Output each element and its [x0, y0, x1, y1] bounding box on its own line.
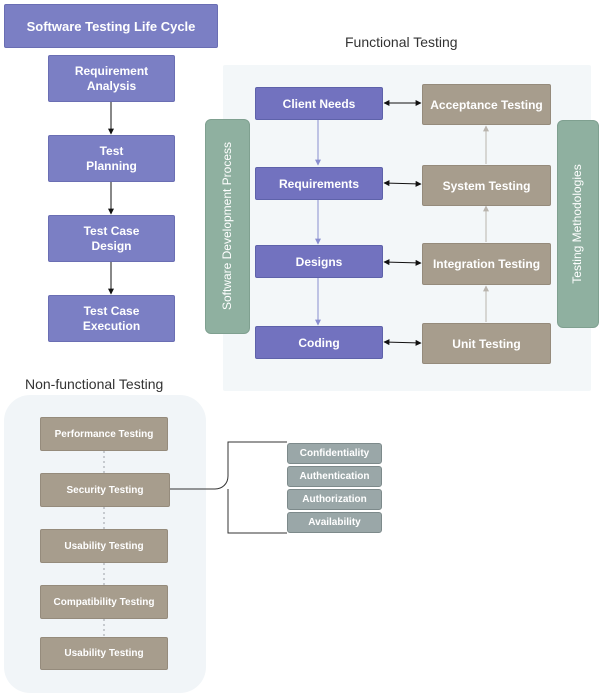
security-aspect-label: Authentication — [299, 471, 370, 482]
sdlc-step-line2: Execution — [82, 318, 141, 333]
nf-item-label: Usability Testing — [64, 648, 144, 659]
nf-item-label: Compatibility Testing — [53, 596, 155, 608]
dev-step-label: Requirements — [278, 176, 360, 191]
sdlc-step-requirement-analysis[interactable]: Requirement Analysis — [48, 55, 175, 102]
security-aspect-authorization[interactable]: Authorization — [287, 489, 382, 510]
security-aspect-label: Confidentiality — [299, 448, 370, 459]
nf-item-performance[interactable]: Performance Testing — [40, 417, 168, 451]
dev-step-requirements[interactable]: Requirements — [255, 167, 383, 200]
security-aspect-label: Availability — [308, 517, 361, 528]
nf-item-compatibility[interactable]: Compatibility Testing — [40, 585, 168, 619]
functional-heading: Functional Testing — [345, 34, 458, 50]
sdlc-step-line1: Requirement — [74, 63, 149, 78]
test-step-label: Integration Testing — [432, 257, 541, 271]
security-aspect-availability[interactable]: Availability — [287, 512, 382, 533]
testing-methodologies-label-box — [557, 120, 599, 328]
dev-step-label: Coding — [298, 335, 340, 350]
nonfunctional-heading: Non-functional Testing — [25, 376, 164, 392]
sdlc-step-line1: Test Case — [83, 223, 140, 238]
security-aspect-label: Authorization — [302, 494, 367, 505]
test-step-label: System Testing — [442, 178, 531, 193]
sdlc-step-line1: Test — [99, 143, 124, 158]
sdlc-step-test-planning[interactable]: Test Planning — [48, 135, 175, 182]
test-step-integration[interactable]: Integration Testing — [422, 243, 551, 285]
testing-methodologies-label: Testing Methodologies — [570, 164, 584, 284]
sdlc-step-line2: Design — [91, 238, 132, 253]
test-step-system[interactable]: System Testing — [422, 165, 551, 206]
nf-item-usability[interactable]: Usability Testing — [40, 529, 168, 563]
dev-process-label-box — [205, 119, 250, 334]
sdlc-step-line1: Test Case — [83, 303, 140, 318]
sdlc-step-line2: Analysis — [86, 78, 137, 93]
nf-item-label: Performance Testing — [54, 428, 154, 440]
nf-item-security[interactable]: Security Testing — [40, 473, 170, 507]
security-aspect-authentication[interactable]: Authentication — [287, 466, 382, 487]
test-step-acceptance[interactable]: Acceptance Testing — [422, 84, 551, 125]
test-step-label: Unit Testing — [452, 336, 521, 351]
sdlc-step-line2: Planning — [86, 158, 137, 173]
dev-step-designs[interactable]: Designs — [255, 245, 383, 278]
dev-step-label: Designs — [295, 254, 343, 269]
dev-step-coding[interactable]: Coding — [255, 326, 383, 359]
sdlc-title: Software Testing Life Cycle — [4, 4, 218, 48]
dev-step-label: Client Needs — [282, 96, 356, 111]
dev-step-client-needs[interactable]: Client Needs — [255, 87, 383, 120]
dev-process-label: Software Development Process — [219, 141, 234, 311]
nf-item-label: Usability Testing — [64, 540, 144, 552]
sdlc-title-text: Software Testing Life Cycle — [26, 18, 196, 34]
sdlc-step-test-case-execution[interactable]: Test Case Execution — [48, 295, 175, 342]
test-step-unit[interactable]: Unit Testing — [422, 323, 551, 364]
sdlc-step-test-case-design[interactable]: Test Case Design — [48, 215, 175, 262]
nf-item-label: Security Testing — [66, 484, 144, 496]
test-step-label: Acceptance Testing — [430, 97, 543, 112]
security-aspect-confidentiality[interactable]: Confidentiality — [287, 443, 382, 464]
nf-item-usability-2[interactable]: Usability Testing — [40, 637, 168, 670]
